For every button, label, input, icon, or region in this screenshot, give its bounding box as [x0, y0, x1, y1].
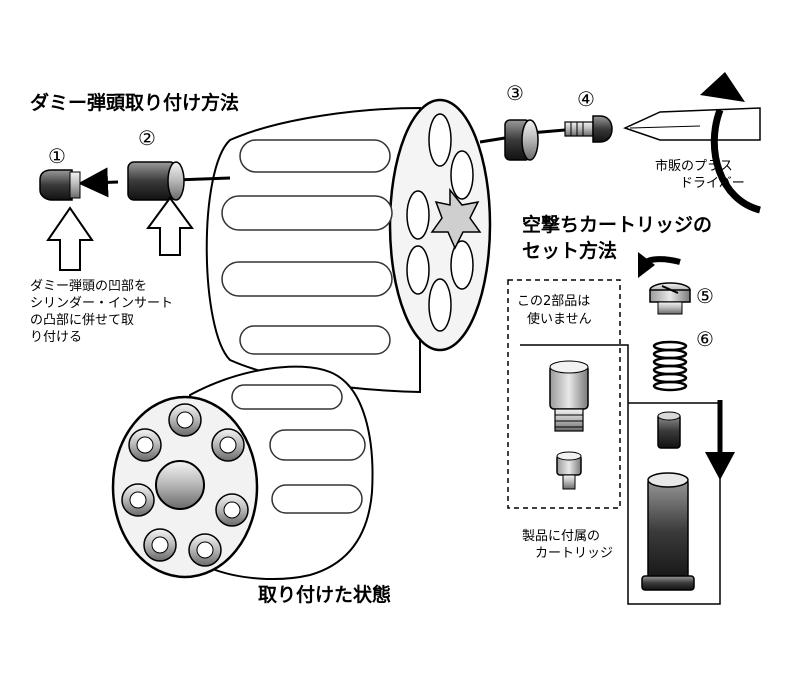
unused-pin-part	[556, 451, 582, 490]
screwdriver	[622, 107, 761, 141]
dummy-bullet-tip-part	[39, 169, 81, 201]
unused-parts-label-line2: 使いません	[527, 312, 592, 327]
unused-parts-label-line1: この2部品は	[517, 294, 591, 309]
set-screw-part	[649, 282, 691, 315]
part-number-4: ④	[577, 87, 595, 111]
part-number-6: ⑥	[696, 327, 714, 351]
up-arrow-1	[46, 206, 94, 271]
dummy-note-line2: シリンダー・インサート	[30, 296, 174, 311]
title-installed-state: 取り付けた状態	[258, 584, 392, 606]
dummy-note-line3: の凸部に併せて取	[30, 313, 135, 328]
screwdriver-label-line1: 市販のプラス	[655, 159, 733, 174]
part-number-3: ③	[506, 81, 524, 105]
up-arrow-2	[146, 196, 194, 256]
title-blank-cartridge-line2: セット方法	[522, 240, 618, 262]
dummy-bullet-body-part	[127, 161, 185, 201]
screwdriver-label-line2: ドライバー	[680, 176, 745, 191]
title-blank-cartridge-line1: 空撃ちカートリッジの	[522, 214, 713, 236]
spring-part	[652, 340, 688, 392]
dummy-note-line1: ダミー弾頭の凹部を	[30, 279, 148, 294]
cylinder-side-view	[205, 98, 492, 394]
included-cartridge-part	[641, 472, 695, 591]
part-number-1: ①	[48, 144, 66, 168]
cylinder-front-view	[111, 365, 374, 581]
part-number-2: ②	[138, 126, 156, 150]
included-cartridge-label-line1: 製品に付属の	[522, 529, 601, 544]
part-number-5: ⑤	[696, 284, 714, 308]
screw-part	[564, 115, 613, 143]
firing-pin-part	[657, 411, 681, 449]
cap-part	[504, 119, 539, 161]
dummy-note-line4: り付ける	[30, 330, 83, 345]
unused-sleeve-part	[549, 360, 589, 432]
included-cartridge-label-line2: カートリッジ	[535, 546, 614, 561]
title-dummy-install: ダミー弾頭取り付け方法	[30, 92, 240, 114]
